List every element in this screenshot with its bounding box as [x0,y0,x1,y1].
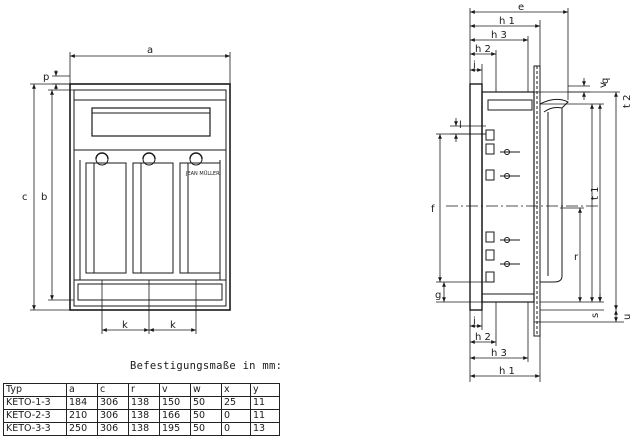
fuse-bases [85,162,221,274]
dim-label-a: a [147,45,153,56]
table-cell: 306 [97,422,129,436]
table-cell: 138 [128,422,160,436]
table-cell: 250 [66,422,98,436]
table-cell: 184 [66,396,98,410]
side-view-dimensions [436,8,624,382]
col-header: w [190,383,222,397]
table-cell: 0 [221,422,251,436]
table-cell: KETO-1-3 [3,396,67,410]
dim-label-h3-bottom: h 3 [491,348,507,359]
table-caption: Befestigungsmaße in mm: [130,360,283,372]
table-cell: 306 [97,409,129,423]
col-header: x [221,383,251,397]
table-header-row: Typ a c r v w x y [3,383,280,397]
table-cell: 150 [159,396,191,410]
table-row: KETO-1-3 184 306 138 150 50 25 11 [3,396,280,410]
dim-label-r: r [574,252,579,263]
dim-label-p: p [43,72,49,83]
table-cell: 50 [190,396,222,410]
table-cell: 11 [250,396,280,410]
col-header: v [159,383,191,397]
dim-label-f: f [431,204,435,215]
dim-label-l: l [459,120,462,131]
dim-label-i-bottom: i [473,316,476,327]
dim-label-s: s [590,313,601,318]
table-row: KETO-2-3 210 306 138 166 50 0 11 [3,409,280,423]
col-header: a [66,383,98,397]
dim-label-c: c [22,192,28,203]
table-cell: 11 [250,409,280,423]
dim-label-h1-top: h 1 [499,16,515,27]
table-cell: 166 [159,409,191,423]
col-header: y [250,383,280,397]
col-header: Typ [3,383,67,397]
dim-label-h2-top: h 2 [475,44,491,55]
side-view [469,65,569,337]
table-cell: KETO-2-3 [3,409,67,423]
dim-label-u: u [622,314,633,320]
table-cell: 50 [190,409,222,423]
dim-label-h1-bottom: h 1 [499,366,515,377]
dim-label-t1: t 1 [590,187,601,200]
dim-label-b: b [41,192,47,203]
dim-label-t2: t 2 [622,95,633,108]
dim-label-k-left: k [122,320,128,331]
col-header: c [97,383,129,397]
table-cell: 138 [128,396,160,410]
dim-label-q: q [600,78,611,84]
dim-label-e: e [518,2,524,13]
dim-label-v: v [598,82,609,88]
dim-label-h2-bottom: h 2 [475,332,491,343]
col-header: r [128,383,160,397]
dim-label-k-right: k [170,320,176,331]
mounting-dimensions-table: Typ a c r v w x y KETO-1-3 184 306 138 1… [3,383,280,436]
table-cell: 210 [66,409,98,423]
table-cell: 306 [97,396,129,410]
dim-label-h3-top: h 3 [491,30,507,41]
table-cell: KETO-3-3 [3,422,67,436]
table-cell: 25 [221,396,251,410]
dim-label-i-top: i [473,60,476,71]
table-row: KETO-3-3 250 306 138 195 50 0 13 [3,422,280,436]
dim-label-g: g [435,290,441,301]
front-view [69,83,231,311]
table-cell: 138 [128,409,160,423]
table-cell: 0 [221,409,251,423]
table-cell: 50 [190,422,222,436]
front-view-dimensions [30,52,231,334]
brand-label: JEAN MÜLLER [185,170,220,177]
table-cell: 13 [250,422,280,436]
table-cell: 195 [159,422,191,436]
